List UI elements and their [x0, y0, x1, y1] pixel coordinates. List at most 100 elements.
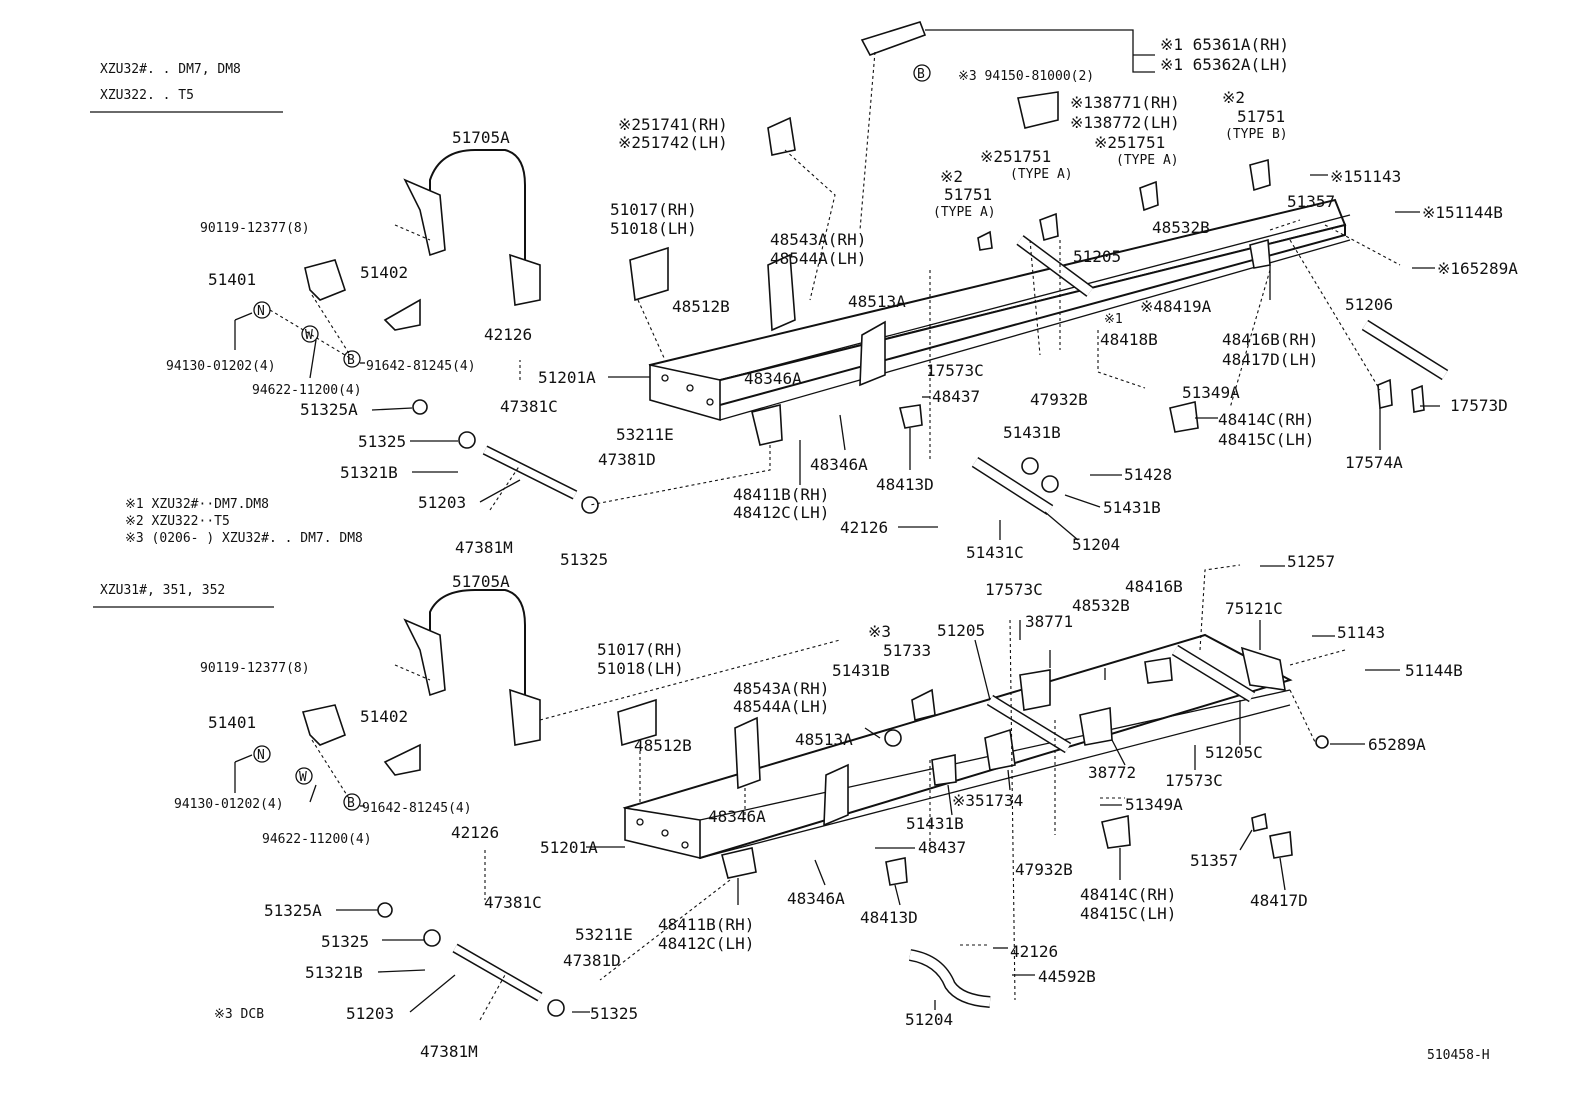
label-51751b-type: (TYPE A) [1010, 167, 1073, 182]
label-51751a-type: (TYPE A) [933, 205, 996, 220]
l-label-48417D: 48417D [1250, 891, 1308, 910]
l-label-51705A: 51705A [452, 572, 510, 591]
svg-text:N: N [257, 304, 265, 319]
label-42126b: 42126 [840, 518, 888, 537]
upper-bush-51431B [1021, 457, 1039, 475]
upper-part-17574A [1377, 378, 1393, 410]
lower-bush-51325b [547, 999, 565, 1017]
label-51357: 51357 [1287, 192, 1335, 211]
upper-bush-51325b [581, 496, 599, 514]
l-label-90119: 90119-12377(8) [200, 661, 310, 676]
l-label-38771: 38771 [1025, 612, 1073, 631]
l-label-38772: 38772 [1088, 763, 1136, 782]
label-51751c: ※251751 [1094, 133, 1165, 152]
upper-model-line1: XZU32#. . DM7, DM8 [100, 62, 241, 77]
label-47381C: 47381C [500, 397, 558, 416]
label-51018: 51018(LH) [610, 219, 697, 238]
label-138772: ※138772(LH) [1070, 113, 1180, 132]
l-label-51357: 51357 [1190, 851, 1238, 870]
l-label-51201A: 51201A [540, 838, 598, 857]
l-label-75121C: 75121C [1225, 599, 1283, 618]
label-51401: 51401 [208, 270, 256, 289]
upper-solid-leaders [234, 29, 1440, 541]
label-1mark: ※1 [1104, 312, 1123, 327]
upper-bush-51431Bb [1041, 475, 1059, 493]
upper-stopper-51751b [1039, 212, 1059, 242]
label-91642: 91642-81245(4) [366, 359, 476, 374]
label-51751a-mark: ※2 [940, 167, 963, 186]
label-53211E: 53211E [616, 425, 674, 444]
lower-part-48413D [885, 857, 908, 886]
label-151144B: ※151144B [1422, 203, 1503, 222]
lower-cap-65289A [1315, 735, 1329, 749]
upper-stopper-51751d [1249, 158, 1271, 192]
lower-leaders [311, 564, 1346, 1021]
label-51321B: 51321B [340, 463, 398, 482]
label-48412C: 48412C(LH) [733, 503, 829, 522]
l-label-51257: 51257 [1287, 552, 1335, 571]
label-48544A: 48544A(LH) [770, 249, 866, 268]
upper-circle-marks: B N W B [253, 64, 931, 368]
l-label-48346Ab: 48346A [787, 889, 845, 908]
lower-solid-leaders [234, 565, 1400, 1013]
label-51325A: 51325A [300, 400, 358, 419]
l-label-42126a: 42126 [451, 823, 499, 842]
l-label-48411B: 48411B(RH) [658, 915, 754, 934]
label-94150: ※3 94150-81000(2) [958, 69, 1094, 84]
l-label-51325b: 51325 [590, 1004, 638, 1023]
l-label-17573Cb: 17573C [1165, 771, 1223, 790]
upper-bush-51325A [412, 399, 428, 415]
lower-hook-48411B [721, 847, 757, 879]
label-51428: 51428 [1124, 465, 1172, 484]
l-label-48543A: 48543A(RH) [733, 679, 829, 698]
lower-circle-marks: N W B [253, 745, 361, 811]
svg-text:W: W [305, 328, 313, 343]
upper-frame-rail [648, 198, 1351, 422]
label-17574A: 17574A [1345, 453, 1403, 472]
lower-bracket-51733 [911, 688, 936, 721]
footnote-3: ※3 (0206- ) XZU32#. . DM7. DM8 [125, 531, 363, 546]
label-47381D: 47381D [598, 450, 656, 469]
label-48414C: 48414C(RH) [1218, 410, 1314, 429]
upper-bracket-51402 [383, 298, 421, 331]
l-label-48437: 48437 [918, 838, 966, 857]
label-42126a: 42126 [484, 325, 532, 344]
l-label-44592B: 44592B [1038, 967, 1096, 986]
upper-bracket-51401 [304, 259, 346, 301]
l-label-48413D: 48413D [860, 908, 918, 927]
l-label-51018: 51018(LH) [597, 659, 684, 678]
diagram-id: 510458-H [1427, 1048, 1490, 1063]
l-label-51205C: 51205C [1205, 743, 1263, 762]
svg-text:B: B [347, 796, 355, 811]
l-label-42126b: 42126 [1010, 942, 1058, 961]
upper-section: XZU32#. . DM7, DM8 XZU322. . T5 [90, 21, 1518, 569]
l-label-51143: 51143 [1337, 623, 1385, 642]
label-48411B: 48411B(RH) [733, 485, 829, 504]
lower-bracket-351734 [984, 728, 1016, 771]
l-label-51325a: 51325 [321, 932, 369, 951]
label-48416B: 48416B(RH) [1222, 330, 1318, 349]
lower-bracket-51402 [383, 743, 421, 776]
lower-frame-rail [622, 633, 1293, 860]
lower-crossmember-51204 [908, 949, 991, 1008]
label-48413D: 48413D [876, 475, 934, 494]
upper-leaders [269, 51, 1401, 511]
lower-part-51431B [931, 754, 957, 786]
label-51325a: 51325 [358, 432, 406, 451]
upper-bracket-48543A [767, 253, 796, 332]
label-51742: ※251742(LH) [618, 133, 728, 152]
upper-plate-48513A [859, 320, 886, 387]
upper-rollbar [403, 149, 541, 306]
label-48532B: 48532B [1152, 218, 1210, 237]
label-51325b: 51325 [560, 550, 608, 569]
lower-part-48416B [1144, 657, 1173, 684]
upper-model-line2: XZU322. . T5 [100, 88, 194, 103]
l-label-51402: 51402 [360, 707, 408, 726]
label-94130: 94130-01202(4) [166, 359, 276, 374]
label-51751b: ※251751 [980, 147, 1051, 166]
lower-bush-51325 [423, 929, 441, 947]
lower-bracket-51401 [301, 704, 346, 746]
lower-part-48417D [1269, 831, 1293, 859]
label-51751d-mark: ※2 [1222, 88, 1245, 107]
l-label-48414C: 48414C(RH) [1080, 885, 1176, 904]
